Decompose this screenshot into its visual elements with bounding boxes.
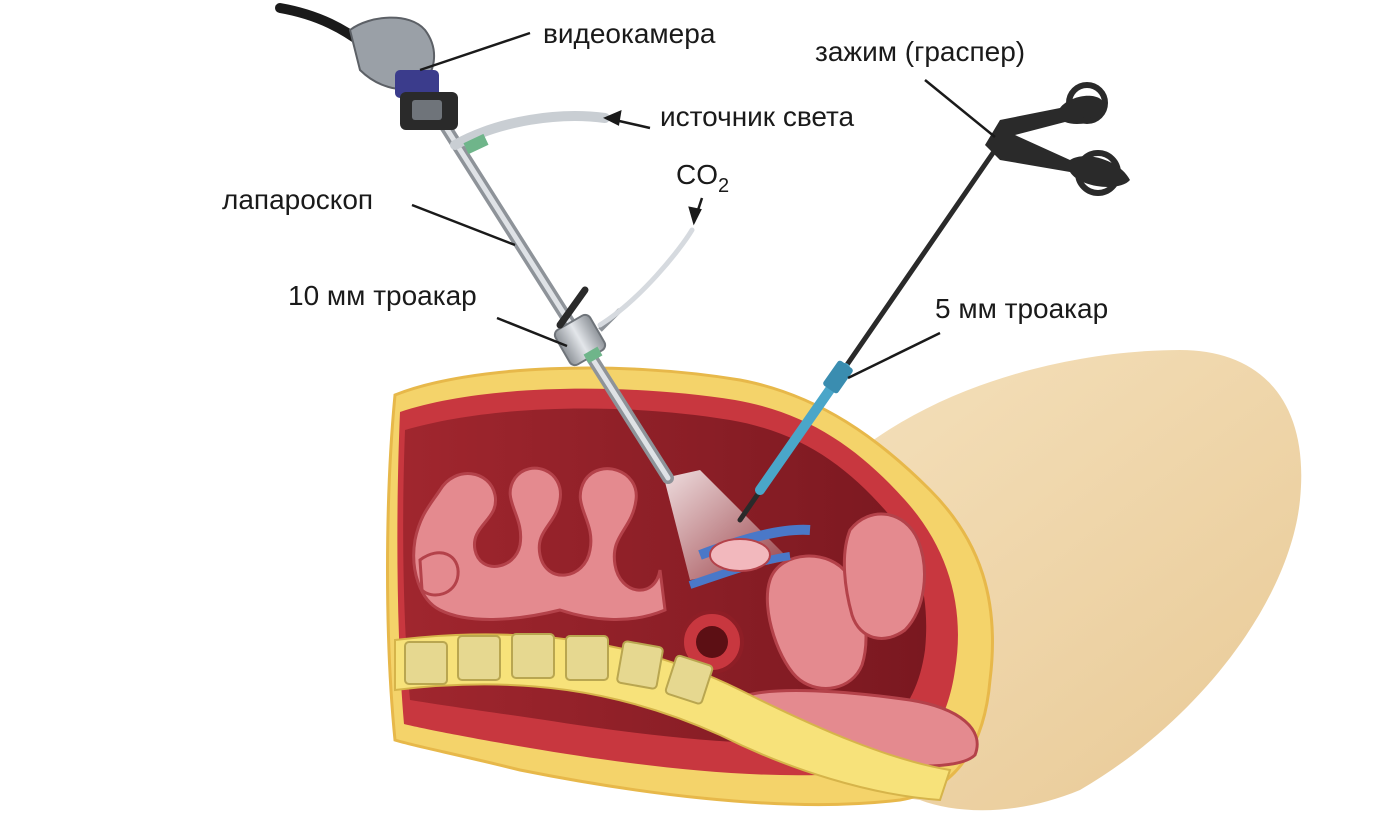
co2-main: CO xyxy=(676,159,718,190)
co2-tube xyxy=(600,230,692,325)
video-camera xyxy=(280,8,458,130)
label-grasper: зажим (граспер) xyxy=(815,38,1025,66)
bladder xyxy=(844,514,924,638)
label-camera: видеокамера xyxy=(543,20,715,48)
label-laparoscope: лапароскоп xyxy=(222,186,373,214)
label-trocar-10mm: 10 мм троакар xyxy=(288,282,477,310)
co2-subscript: 2 xyxy=(718,175,729,197)
label-co2: CO2 xyxy=(676,161,729,189)
label-light-source: источник света xyxy=(660,103,854,131)
label-trocar-5mm: 5 мм троакар xyxy=(935,295,1108,323)
ovary xyxy=(710,539,770,571)
